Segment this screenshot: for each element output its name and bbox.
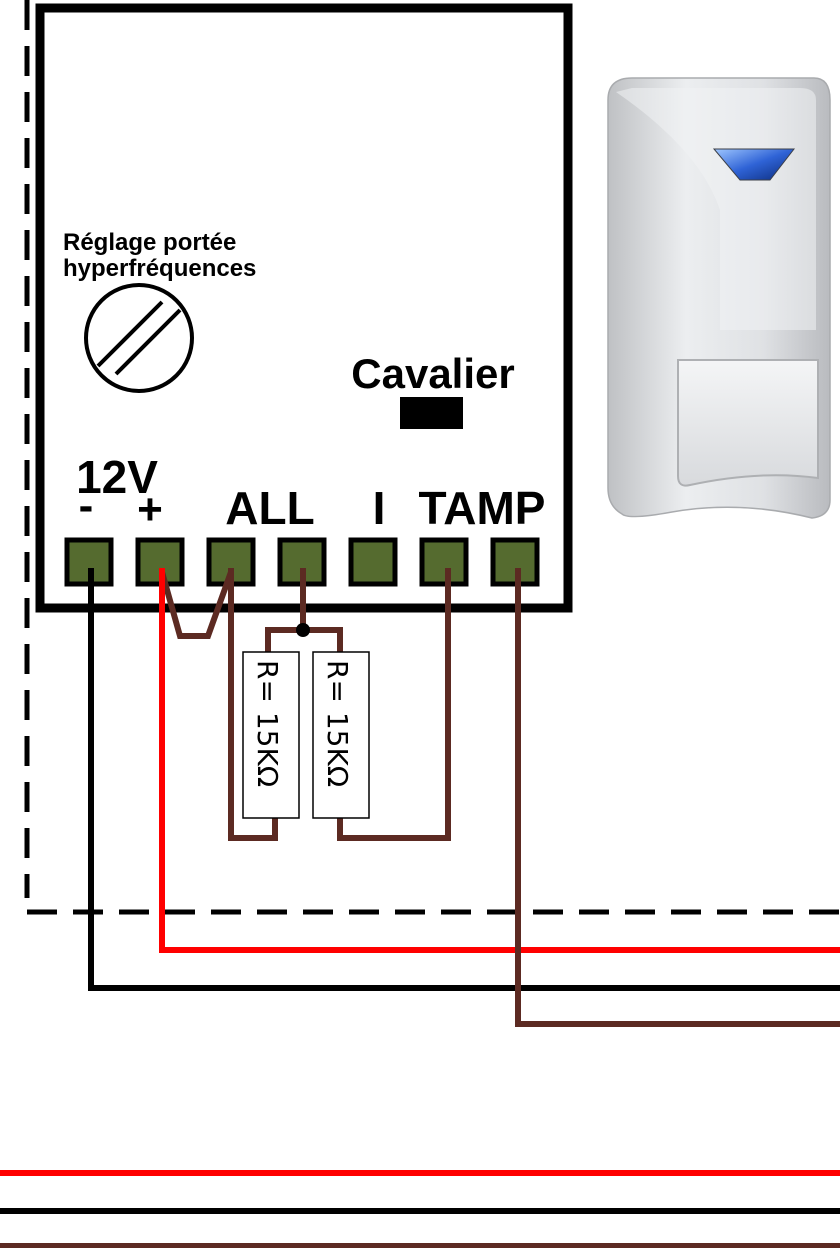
jumper-label: Cavalier <box>351 350 514 397</box>
voltage-label: 12V <box>76 451 158 503</box>
terminal-label-alarm: ALL <box>225 482 314 534</box>
resistor-2-label: R= 15KΩ <box>321 660 354 787</box>
wire-negative-black <box>88 568 840 991</box>
terminal-i[interactable] <box>348 537 398 587</box>
wire-tamper-brown <box>515 568 840 1027</box>
enclosure-boundary <box>24 0 840 915</box>
pir-detector-image <box>607 77 831 519</box>
terminal-label-plus: + <box>137 485 163 534</box>
resistor-1-label: R= 15KΩ <box>251 660 284 787</box>
bridge-wire <box>159 570 234 639</box>
range-adjust-label-line1: Réglage portée <box>63 229 236 256</box>
terminal-label-minus: - <box>79 481 94 530</box>
terminal-label-tamper: TAMP <box>419 482 546 534</box>
terminal-label-i: I <box>373 482 386 534</box>
resistor-junction <box>296 623 310 637</box>
jumper[interactable] <box>400 397 463 429</box>
resistor-2: R= 15KΩ <box>312 651 370 819</box>
potentiometer-screw-icon[interactable] <box>84 283 194 393</box>
resistor-1: R= 15KΩ <box>242 651 300 819</box>
terminal-tamper-1[interactable] <box>419 537 469 587</box>
wire-positive-red <box>159 568 840 953</box>
status-led-icon <box>712 148 796 181</box>
range-adjust-label-line2: hyperfréquences <box>63 255 256 282</box>
pir-lens-icon <box>677 359 819 487</box>
